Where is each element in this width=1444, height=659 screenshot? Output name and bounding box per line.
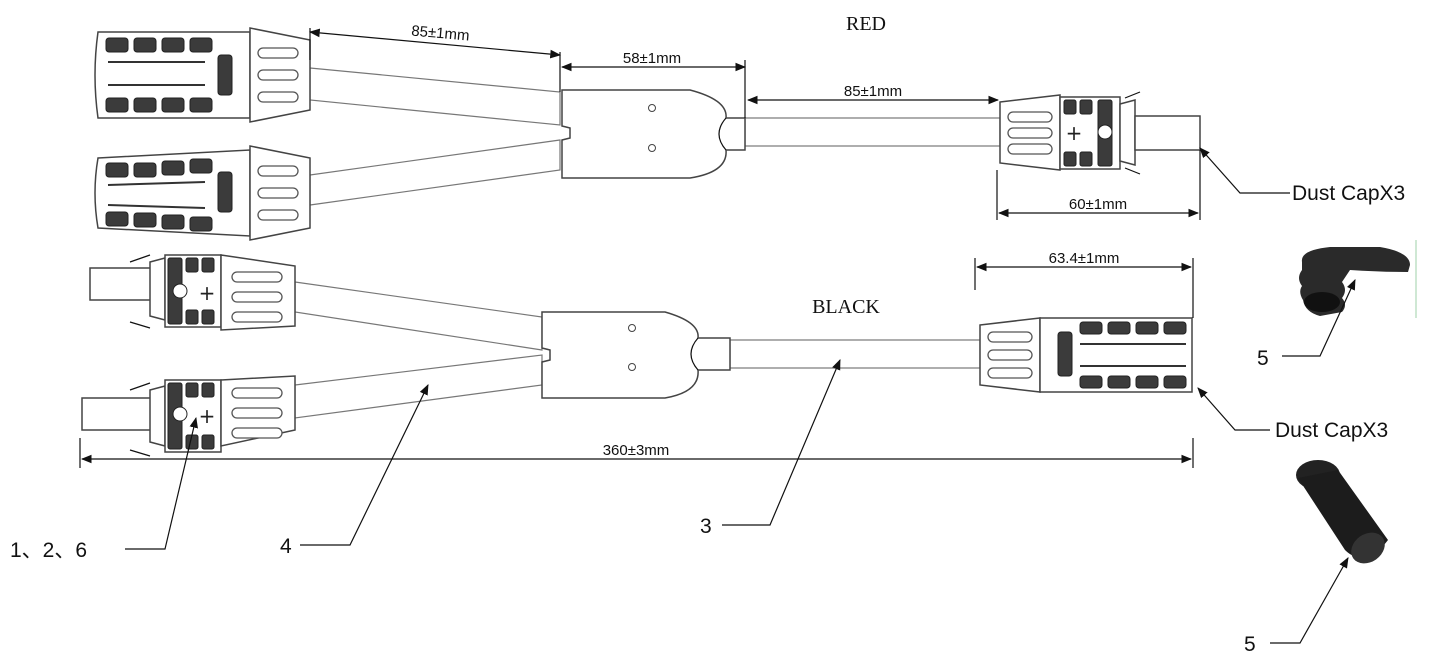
red-male-connector: + (999, 91, 1201, 175)
black-branch-cable-lower (294, 354, 543, 419)
black-y-splice (541, 311, 731, 399)
dim-connector-length-black: 63.4±1mm (1049, 250, 1120, 267)
red-y-splice (561, 89, 746, 179)
callout-dust-cap-top: Dust CapX3 (1292, 182, 1405, 205)
dust-cap-top-drawing (1299, 240, 1417, 318)
plus-icon: + (1066, 121, 1083, 145)
dim-trunk-length: 85±1mm (844, 83, 902, 100)
dim-splice-length: 58±1mm (623, 50, 681, 67)
red-female-connector-upper (94, 27, 311, 123)
red-assembly: + 85±1mm 58±1mm 85±1mm 60±1mm RED (94, 13, 1201, 241)
plus-icon: + (199, 281, 216, 305)
red-branch-cable-upper (309, 67, 561, 126)
callout-part-3: 3 (700, 515, 712, 538)
callouts: Dust CapX3 Dust CapX3 5 5 1、2、6 4 3 (10, 147, 1405, 656)
dim-line-branch (308, 28, 562, 59)
callout-dust-cap-bottom: Dust CapX3 (1275, 419, 1388, 442)
black-branch-cable-upper (294, 281, 543, 351)
black-assembly: + + (79, 250, 1194, 468)
label-red: RED (846, 13, 886, 35)
red-female-connector-lower (94, 145, 311, 241)
dim-overall-length: 360±3mm (603, 442, 670, 459)
dim-branch-length: 85±1mm (411, 23, 471, 45)
red-branch-cable-lower (309, 139, 561, 206)
black-male-connector-lower: + (81, 375, 296, 457)
black-trunk-cable (729, 339, 981, 369)
red-trunk-cable (744, 117, 1001, 147)
dust-cap-bottom-drawing (1296, 460, 1388, 564)
dim-connector-length-red: 60±1mm (1069, 196, 1127, 213)
callout-part-5-top: 5 (1257, 347, 1269, 370)
label-black: BLACK (812, 296, 880, 318)
callout-parts-1-2-6: 1、2、6 (10, 539, 87, 562)
black-male-connector-upper: + (89, 254, 296, 331)
plus-icon: + (199, 404, 216, 428)
callout-part-5-bottom: 5 (1244, 633, 1256, 656)
callout-part-4: 4 (280, 535, 292, 558)
black-female-connector (979, 317, 1193, 393)
